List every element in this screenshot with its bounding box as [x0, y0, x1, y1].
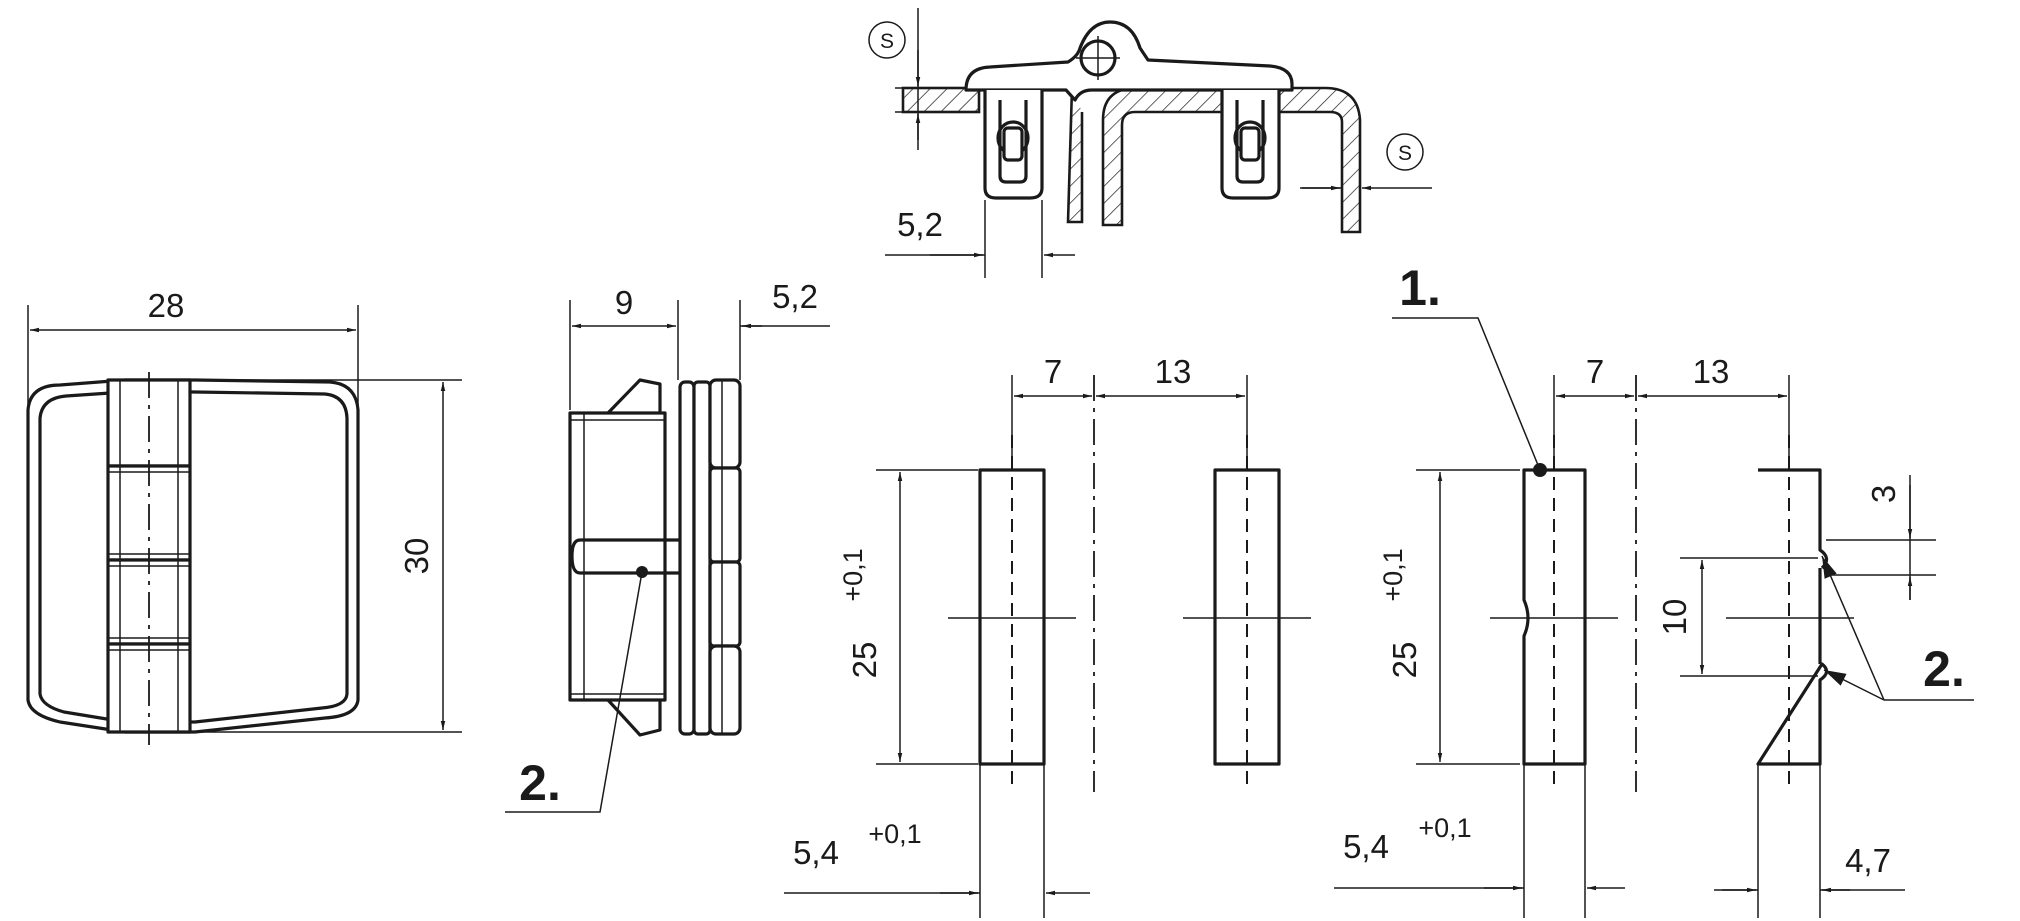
dim-front-height: 30: [398, 538, 435, 575]
dim-a-13: 13: [1155, 353, 1192, 390]
dim-side-9: 9: [615, 284, 633, 321]
cutout-set-a: 7 13 25 +0,1 5,4 +0,1: [784, 353, 1311, 918]
cutout-b-left: [1522, 468, 1587, 766]
callout-2-right: 2.: [1923, 641, 1965, 697]
hinge-leaf-body: [964, 20, 1294, 102]
s-symbol-top: [868, 21, 906, 59]
dim-side-5-2: 5,2: [772, 278, 818, 315]
callout-1: 1.: [1399, 260, 1441, 316]
dim-a-25: 25: [846, 642, 883, 679]
s-symbol-right: [1386, 133, 1424, 171]
cutout-b-right: [1756, 468, 1829, 766]
front-outline: [26, 378, 360, 734]
cutout-set-b: 7 13 1. 25 +0,1 5,4 +0,1 3 10: [1334, 260, 1974, 918]
dim-b-4-7: 4,7: [1845, 842, 1891, 879]
left-panel-section: [901, 86, 981, 114]
dim-b-13: 13: [1693, 353, 1730, 390]
dim-b-5-4-tol: +0,1: [1418, 813, 1471, 843]
dim-b-7: 7: [1586, 353, 1604, 390]
dim-b-3: 3: [1865, 485, 1902, 503]
dim-b-10: 10: [1656, 599, 1693, 636]
dim-a-25-tol: +0,1: [838, 548, 868, 601]
callout-side-2: 2.: [519, 755, 561, 811]
dim-a-5-4: 5,4: [793, 834, 839, 871]
hinge-front-view: 28 30: [26, 287, 462, 745]
left-panel-flange: [1066, 87, 1084, 224]
dim-top-5-2: 5,2: [897, 206, 943, 243]
dim-b-25-tol: +0,1: [1378, 548, 1408, 601]
dim-b-25: 25: [1386, 642, 1423, 679]
top-section-view: S S 5,2: [868, 8, 1432, 278]
side-slot: [570, 538, 684, 575]
dim-front-width: 28: [148, 287, 185, 324]
s-symbol-top-text: S: [880, 30, 894, 53]
dim-b-5-4: 5,4: [1343, 828, 1389, 865]
hinge-side-view: 9 5,2 2.: [505, 278, 830, 813]
side-body: [568, 411, 667, 702]
dim-a-5-4-tol: +0,1: [868, 819, 921, 849]
dim-a-7: 7: [1044, 353, 1062, 390]
s-symbol-right-text: S: [1398, 142, 1412, 165]
